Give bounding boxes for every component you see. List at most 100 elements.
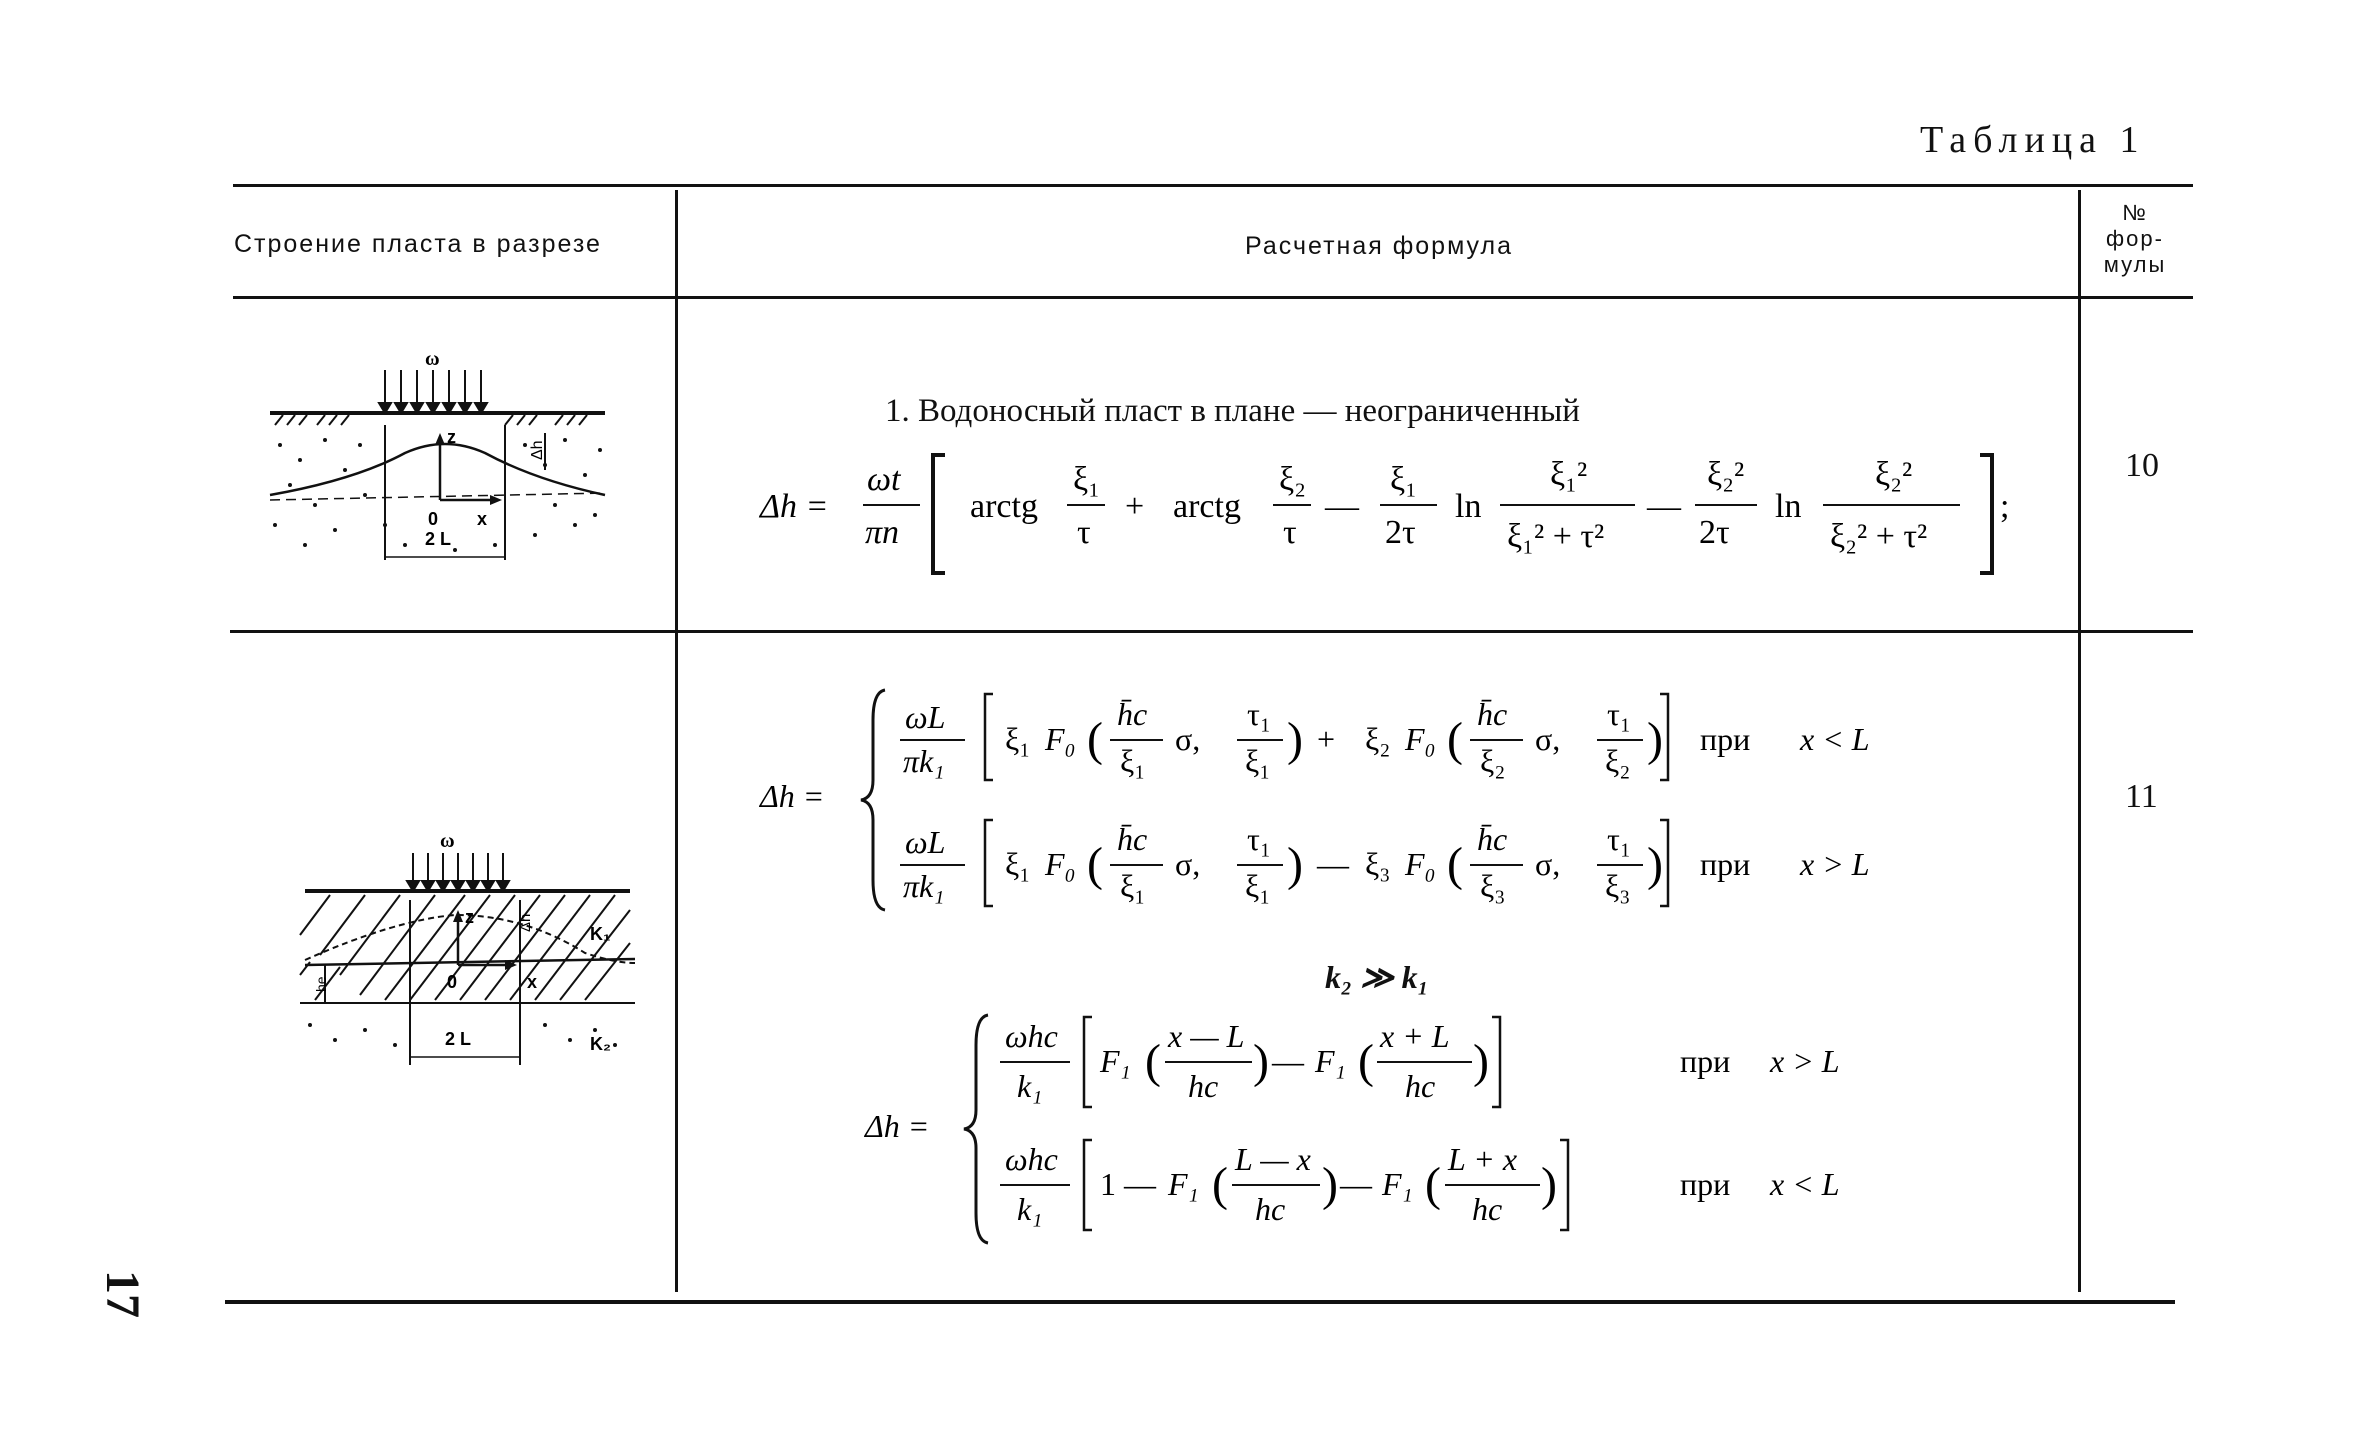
row2b-F1-1: F₁ — [1099, 1043, 1131, 1079]
row2-width-label: 2 L — [445, 1029, 471, 1049]
row2b-coef-den-2: k₁ — [1017, 1191, 1042, 1227]
page-number: 17 — [96, 1270, 149, 1318]
row2b-cond2: x < L — [1769, 1166, 1840, 1202]
row2a-paren-open-3: ( — [1087, 838, 1103, 891]
row2a-xi2-1: ξ₂ — [1365, 721, 1390, 757]
row2b-hc-1: hc — [1188, 1068, 1218, 1104]
row2b-minus-2: — — [1339, 1166, 1373, 1202]
row1-xi1sq: ξ₁² — [1550, 456, 1587, 493]
row1-end: ; — [2000, 488, 2009, 525]
row2b-paren-close-4: ) — [1541, 1158, 1557, 1211]
row1-origin-label: 0 — [428, 509, 438, 529]
row2a-hc-3: h̄c — [1117, 821, 1147, 857]
row2b-paren-open-4: ( — [1425, 1158, 1441, 1211]
row2b-coef-den-1: k₁ — [1017, 1068, 1042, 1104]
row2b-F1-4: F₁ — [1381, 1166, 1413, 1202]
row2b-coef-num-2: ωhc — [1005, 1141, 1058, 1177]
row2a-hc-2: h̄c — [1477, 696, 1507, 732]
row2a-hc-1: h̄c — [1117, 696, 1147, 732]
formula-number-11: 11 — [2125, 778, 2158, 815]
row2a-minus: — — [1316, 846, 1350, 882]
row1-x-label: x — [477, 509, 487, 529]
row2-he-label: he — [313, 976, 329, 992]
table-top-rule — [233, 184, 2193, 187]
header-number-line3: мулы — [2103, 252, 2167, 277]
row1-xi2sq-b: ξ₂² — [1875, 456, 1912, 493]
row1-xi1-b: ξ₁ — [1390, 461, 1417, 498]
row2a-F0-1: F₀ — [1044, 721, 1076, 757]
row2-omega-label: ω — [440, 830, 455, 852]
row2a-plus: + — [1317, 721, 1335, 757]
row2-k2-label: K₂ — [590, 1034, 611, 1054]
header-number-line2: фор- — [2106, 226, 2164, 251]
row2b-minus-1: — — [1271, 1043, 1305, 1079]
row2b-coef-num-1: ωhc — [1005, 1018, 1058, 1054]
row2b-hc-3: hc — [1255, 1191, 1285, 1227]
row2a-cond2: x > L — [1799, 846, 1870, 882]
row1-xi2sq-a: ξ₂² — [1707, 456, 1744, 493]
row2a-tau1-2: τ₁ — [1607, 696, 1631, 732]
row1-two-tau-a: 2τ — [1385, 514, 1416, 551]
row1-z-label: z — [447, 427, 456, 447]
row2-dh-label: Δh — [517, 914, 534, 932]
row2a-paren-close-3: ) — [1287, 838, 1303, 891]
row2a-xi3-den-1: ξ₃ — [1480, 868, 1505, 904]
row2a-paren-close-2: ) — [1647, 713, 1663, 766]
row2a-hc-4: h̄c — [1477, 821, 1507, 857]
row2b-F1-3: F₁ — [1167, 1166, 1199, 1202]
row2-strata-diagram: ω z 0 x Δh K₁ K₂ he 2 L — [299, 830, 636, 1065]
row1-dh-label: Δh — [529, 440, 546, 460]
row2b-cond1-word: при — [1680, 1043, 1730, 1079]
row1-coef-num: ωt — [867, 461, 902, 498]
row2b-paren-open-1: ( — [1145, 1035, 1161, 1088]
row2-formula-b: Δh = ωhc k₁ F₁ ( x — L hc ) — F₁ ( x + L… — [863, 1013, 1840, 1245]
row2a-xi1-den-2b: ξ₁ — [1245, 868, 1270, 904]
row1-two-tau-b: 2τ — [1699, 514, 1730, 551]
row2a-cond2-word: при — [1700, 846, 1750, 882]
row2a-xi1-den-2: ξ₁ — [1120, 868, 1145, 904]
table-title: Таблица 1 — [1920, 119, 2146, 161]
row2a-xi3-den-1b: ξ₃ — [1605, 868, 1630, 904]
row2a-sigma-1: σ, — [1175, 721, 1200, 757]
row2a-sigma-4: σ, — [1535, 846, 1560, 882]
row2a-paren-close-4: ) — [1647, 838, 1663, 891]
row2a-lhs: Δh = — [758, 778, 824, 814]
row1-den2: ξ₂² + τ² — [1830, 518, 1927, 555]
row2b-one-minus: 1 — — [1100, 1166, 1157, 1202]
row2-k-condition: k₂ ≫ k₁ — [1325, 959, 1429, 995]
row2a-xi1-1: ξ₁ — [1005, 721, 1030, 757]
row2b-arg3-num: L — x — [1234, 1141, 1311, 1177]
row2a-coef-num-2: ωL — [905, 824, 945, 860]
row1-plus: + — [1125, 488, 1144, 525]
row2a-xi1-den-1: ξ₁ — [1120, 743, 1145, 779]
table-bottom-rule — [225, 1300, 2175, 1304]
row2a-paren-close-1: ) — [1287, 713, 1303, 766]
row1-bottom-rule — [230, 630, 2193, 633]
row2a-coef-den-2: πk₁ — [903, 868, 944, 904]
row1-xi2-a: ξ₂ — [1279, 461, 1306, 498]
row1-tau-b: τ — [1283, 514, 1297, 551]
row2a-tau1-4: τ₁ — [1607, 821, 1631, 857]
row1-tau-a: τ — [1077, 514, 1091, 551]
row2b-paren-close-1: ) — [1253, 1035, 1269, 1088]
row2a-cond1-word: при — [1700, 721, 1750, 757]
row2a-xi1-den-1b: ξ₁ — [1245, 743, 1270, 779]
row2a-tau1-1: τ₁ — [1247, 696, 1271, 732]
row2b-paren-open-3: ( — [1212, 1158, 1228, 1211]
row2a-xi2-den-1b: ξ₂ — [1605, 743, 1630, 779]
row2-z-label: z — [465, 907, 474, 927]
col-separator-1 — [675, 190, 678, 1292]
row2a-coef-num-1: ωL — [905, 699, 945, 735]
row2b-hc-4: hc — [1472, 1191, 1502, 1227]
row1-omega-label: ω — [425, 348, 440, 370]
row2b-arg2-num: x + L — [1379, 1018, 1450, 1054]
row2a-paren-open-1: ( — [1087, 713, 1103, 766]
row1-xi1-a: ξ₁ — [1073, 461, 1100, 498]
row2b-arg4-num: L + x — [1447, 1141, 1517, 1177]
row2b-paren-close-3: ) — [1322, 1158, 1338, 1211]
row2-origin-label: 0 — [447, 972, 457, 992]
row2b-F1-2: F₁ — [1314, 1043, 1346, 1079]
row2a-coef-den-1: πk₁ — [903, 743, 944, 779]
row1-minus-2: — — [1646, 488, 1682, 525]
row2a-tau1-3: τ₁ — [1247, 821, 1271, 857]
